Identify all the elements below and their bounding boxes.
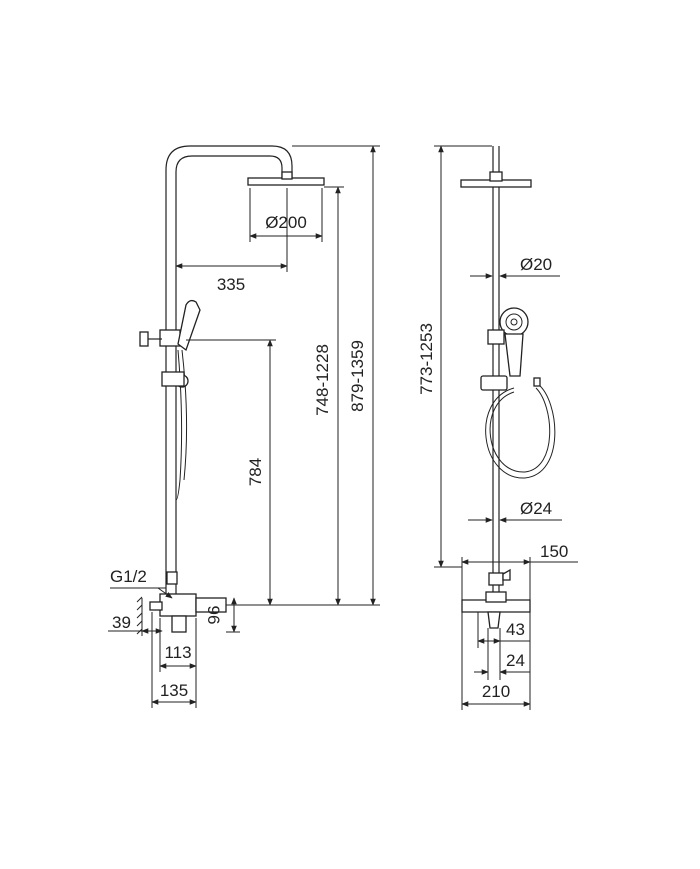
holder-front: [487, 329, 505, 345]
dim-total-depth: 135: [160, 681, 188, 700]
dim-head-height-range: 748-1228: [313, 344, 332, 416]
hose-front: [485, 383, 556, 479]
mixer-side: [159, 593, 197, 617]
label-inlet-thread: G1/2: [110, 567, 147, 586]
slider-front: [480, 375, 508, 391]
dim-front-height-range: 773-1253: [417, 323, 436, 395]
front-view: 773-1253 Ø20 Ø24 150 43 24 210: [417, 145, 578, 710]
mixer-lever: [487, 611, 501, 629]
dim-total-height-range: 879-1359: [348, 340, 367, 412]
handshower-side: [177, 299, 201, 352]
dim-lower-pipe-diameter: Ø24: [520, 499, 552, 518]
dim-handshower-height: 784: [246, 458, 265, 486]
dim-arm-reach: 335: [217, 275, 245, 294]
dim-wall-distance: 39: [112, 613, 131, 632]
dim-shower-head-diameter: Ø200: [265, 213, 307, 232]
side-view: Ø200 335 784 748-1228 879-1359 G1/2 96 3…: [108, 145, 380, 708]
dim-inlet-spacing: 150: [540, 542, 568, 561]
dim-upper-pipe-diameter: Ø20: [520, 255, 552, 274]
wall-hatch: [136, 596, 143, 636]
dim-outlet-width: 24: [506, 651, 525, 670]
handshower-handle: [504, 333, 524, 377]
dim-mixer-height: 96: [204, 606, 223, 625]
dim-mixer-depth: 113: [164, 643, 191, 662]
dim-lever-width: 43: [506, 620, 525, 639]
dim-mixer-width: 210: [482, 682, 510, 701]
holder-side: [159, 329, 181, 347]
